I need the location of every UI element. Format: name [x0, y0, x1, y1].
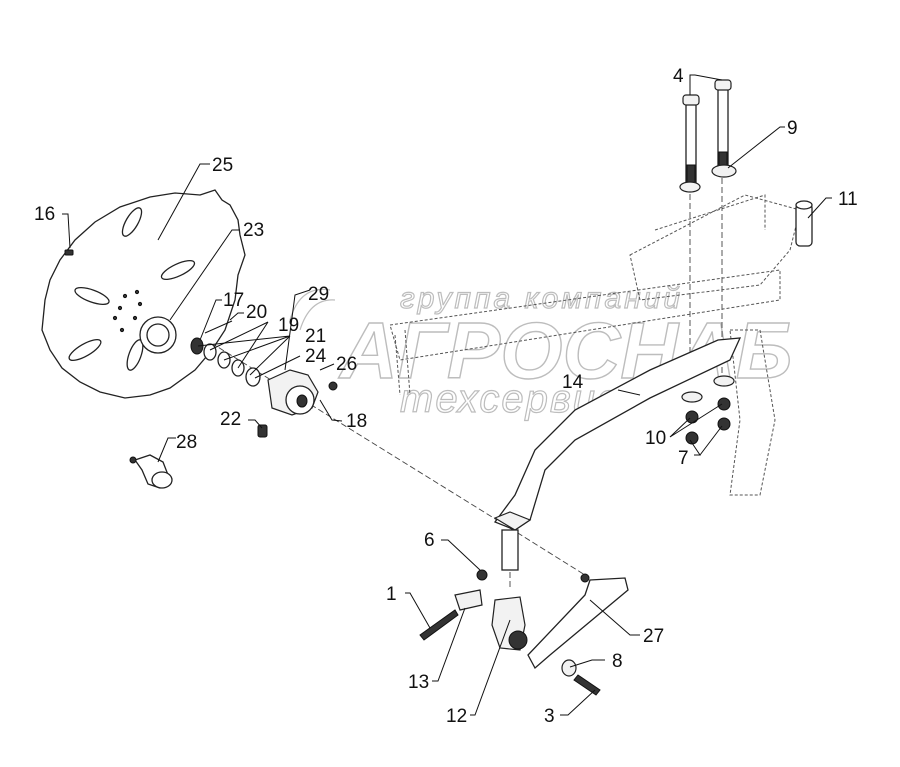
callout-17: 17 — [223, 290, 244, 311]
callout-20: 20 — [246, 302, 267, 323]
callout-8: 8 — [612, 651, 623, 672]
clamp-13 — [454, 589, 483, 611]
callout-1: 1 — [386, 584, 397, 605]
callout-22: 22 — [220, 409, 241, 430]
callout-14: 14 — [562, 372, 584, 393]
lever-27 — [527, 577, 629, 670]
callouts: 16 25 23 17 20 19 29 21 24 26 18 22 28 4… — [34, 66, 858, 727]
callout-16: 16 — [34, 204, 55, 225]
callout-27: 27 — [643, 626, 664, 647]
callout-10: 10 — [645, 428, 666, 449]
callout-23: 23 — [243, 220, 264, 241]
callout-11: 11 — [838, 189, 858, 210]
bushing-11 — [795, 200, 813, 247]
leader-lines — [62, 74, 832, 716]
watermark-swoosh — [289, 288, 336, 331]
disc-holes — [112, 289, 143, 333]
axle-28 — [129, 454, 173, 489]
bolt-1 — [419, 609, 459, 641]
callout-19: 19 — [278, 315, 299, 336]
arm-14 — [493, 337, 742, 571]
washer-8 — [561, 659, 577, 677]
watermark-line1: группа компаний — [400, 282, 683, 315]
lower-assembly — [419, 569, 629, 696]
callout-26: 26 — [336, 354, 357, 375]
callout-25: 25 — [212, 155, 233, 176]
nuts-washers-7-10 — [681, 375, 735, 445]
callout-21: 21 — [305, 326, 326, 347]
callout-29: 29 — [308, 284, 329, 305]
callout-7: 7 — [678, 448, 689, 469]
bolt-20 — [204, 320, 233, 334]
callout-12: 12 — [446, 706, 467, 727]
notched-disc-25 — [41, 189, 246, 399]
frame-hidden — [389, 194, 801, 496]
grease-fitting-22 — [257, 424, 268, 438]
callout-13: 13 — [408, 672, 429, 693]
bolt-3 — [573, 674, 601, 696]
hub-29 — [267, 369, 338, 416]
callout-9: 9 — [787, 118, 798, 139]
long-bolts-4 — [679, 79, 737, 193]
callout-3: 3 — [544, 706, 555, 727]
callout-18: 18 — [346, 411, 367, 432]
nut-6 — [476, 569, 488, 581]
callout-24: 24 — [305, 346, 327, 367]
callout-4: 4 — [673, 66, 684, 87]
callout-6: 6 — [424, 530, 435, 551]
callout-28: 28 — [176, 432, 197, 453]
bolt-16 — [64, 249, 74, 256]
